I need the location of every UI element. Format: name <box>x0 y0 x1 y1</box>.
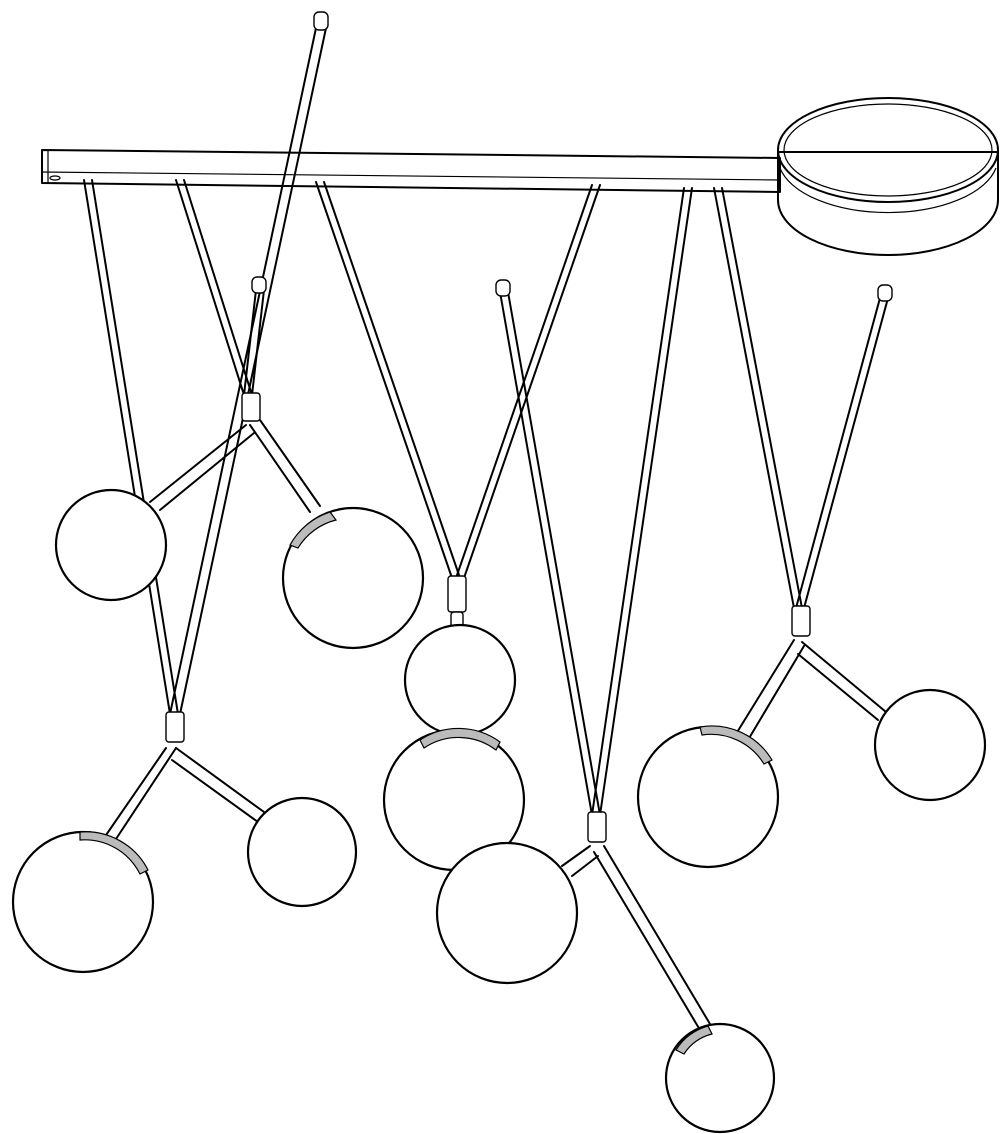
globe-upper-left-small <box>54 488 168 602</box>
hub-upper-left <box>149 392 321 513</box>
globe-right-large <box>636 725 780 869</box>
globes <box>11 488 987 1134</box>
globe-lower-center-large <box>435 841 579 985</box>
hub-lower-center <box>561 811 711 1031</box>
hub-center <box>447 575 467 629</box>
hub-lower-left <box>103 711 265 843</box>
globe-lower-left-large <box>11 830 155 974</box>
globe-upper-left-large <box>281 506 425 650</box>
suspension-rods <box>83 27 889 816</box>
globe-center-small <box>403 623 517 737</box>
ceiling-canopy <box>777 97 999 256</box>
globe-lower-left-small <box>246 796 358 908</box>
hub-right <box>735 605 887 741</box>
ceiling-rail <box>41 149 781 193</box>
globe-center-large <box>382 727 526 872</box>
globe-right-small <box>873 688 987 802</box>
globe-bottom <box>664 1022 776 1134</box>
ceiling-mounts <box>251 11 893 302</box>
